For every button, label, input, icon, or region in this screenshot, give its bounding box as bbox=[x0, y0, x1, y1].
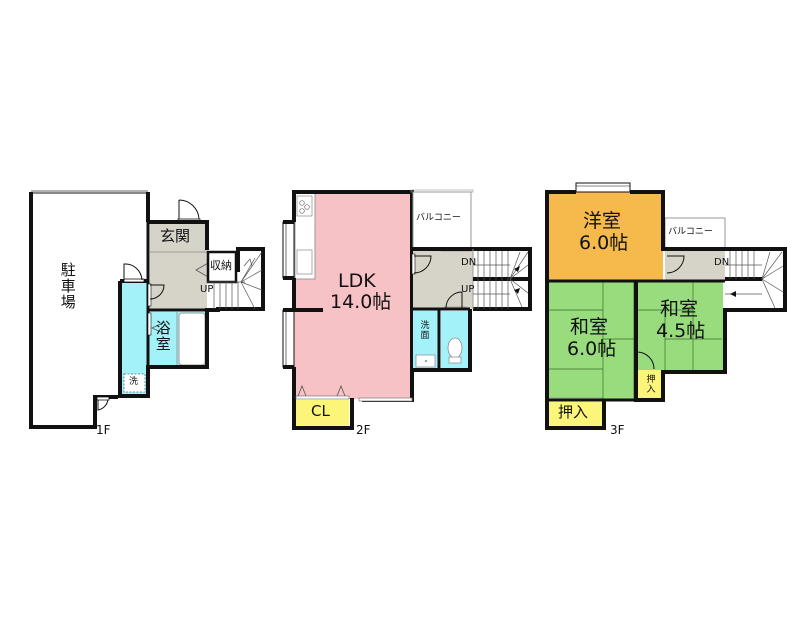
washroom-label-2f: 洗面 bbox=[418, 320, 429, 340]
floor-3-plan bbox=[545, 182, 787, 430]
ldk-name-label: LDK bbox=[338, 270, 376, 292]
toilet bbox=[447, 337, 463, 359]
storage-label: 収納 bbox=[210, 259, 232, 272]
washer-label: 洗 bbox=[129, 377, 139, 387]
hall-area bbox=[150, 252, 207, 310]
floor-tag-2f: 2F bbox=[356, 423, 371, 437]
stairs-dn-label-3f: DN bbox=[714, 257, 730, 268]
stairs-up-label-1f: UP bbox=[200, 284, 214, 295]
tatami-room-4-5-size: 4.5帖 bbox=[656, 320, 706, 342]
balcony-label-3f: バルコニー bbox=[668, 227, 713, 237]
tatami-room-6-size: 6.0帖 bbox=[567, 338, 617, 360]
tatami-room-4-5-name: 和室 bbox=[660, 298, 699, 320]
bathtub bbox=[178, 312, 206, 366]
stairs-up-label-2f: UP bbox=[461, 284, 475, 295]
closet-label-2f: CL bbox=[311, 402, 330, 420]
western-room-size: 6.0帖 bbox=[579, 232, 629, 254]
oshiire-small-label: 押入 bbox=[644, 374, 655, 394]
floor-2-plan bbox=[282, 189, 532, 430]
tatami-room-4-5 bbox=[636, 282, 723, 370]
hall-2f bbox=[413, 251, 473, 309]
ldk-size-label: 14.0帖 bbox=[330, 291, 392, 313]
storage-1f bbox=[206, 250, 238, 284]
closet-2f bbox=[295, 400, 349, 426]
stairs-dn-label-2f: DN bbox=[461, 257, 477, 268]
oshiire-large-label: 押入 bbox=[558, 403, 589, 421]
oshiire-small bbox=[637, 370, 662, 398]
bath-label: 浴室 bbox=[153, 320, 172, 352]
tatami-room-6 bbox=[547, 282, 634, 400]
floor-tag-1f: 1F bbox=[96, 423, 111, 437]
western-room-name: 洋室 bbox=[583, 210, 622, 232]
entrance-label: 玄関 bbox=[160, 227, 191, 245]
floor-tag-3f: 3F bbox=[610, 423, 625, 437]
entrance-area bbox=[150, 222, 207, 255]
balcony-3f bbox=[664, 217, 726, 249]
tatami-room-6-name: 和室 bbox=[570, 316, 609, 338]
stairs-2f bbox=[473, 251, 529, 309]
stairs-3f bbox=[725, 251, 784, 309]
balcony-label-2f: バルコニー bbox=[416, 213, 461, 223]
stairs-1f bbox=[207, 251, 263, 310]
oshiire-large bbox=[548, 402, 602, 426]
washer-space bbox=[123, 373, 146, 393]
western-room bbox=[547, 192, 663, 280]
floor-1-plan bbox=[29, 190, 265, 429]
parking-label: 駐車場 bbox=[58, 262, 77, 310]
